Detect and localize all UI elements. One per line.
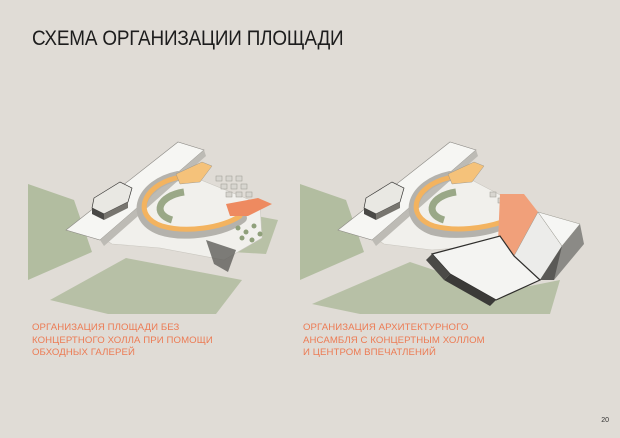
grass-area-bottom [312, 262, 560, 314]
diagram-plaza-without-hall [28, 141, 278, 314]
concert-hall-orange-face [498, 194, 538, 256]
grass-area-left [28, 184, 92, 280]
orange-roof-block [447, 161, 485, 185]
orange-gallery-end [226, 198, 272, 216]
caption-right: ОРГАНИЗАЦИЯ АРХИТЕКТУРНОГО АНСАМБЛЯ С КО… [303, 322, 485, 358]
grass-area-left [300, 184, 364, 280]
tree-dots [235, 223, 263, 243]
page-title: СХЕМА ОРГАНИЗАЦИИ ПЛОЩАДИ [32, 27, 344, 50]
tree-grid [215, 175, 253, 198]
shadow-wedge [206, 240, 236, 272]
orange-roof-block [175, 161, 213, 185]
curved-gallery-orange [413, 175, 505, 232]
grass-area-bottom [50, 258, 242, 314]
diagram-ensemble-with-hall [300, 141, 584, 314]
caption-left: ОРГАНИЗАЦИЯ ПЛОЩАДИ БЕЗ КОНЦЕРТНОГО ХОЛЛ… [32, 322, 213, 358]
page-number: 20 [601, 417, 609, 424]
curved-gallery-orange [141, 175, 243, 232]
